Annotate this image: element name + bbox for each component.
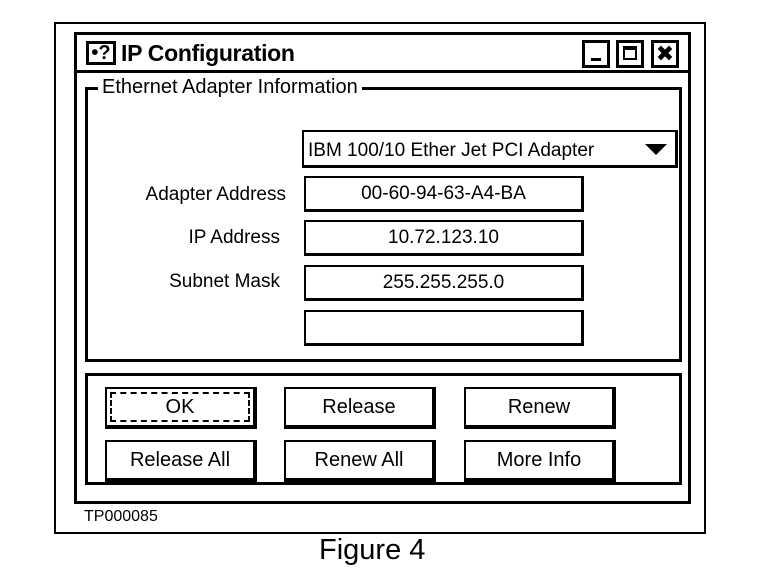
minimize-icon	[591, 58, 601, 61]
close-button[interactable]: ✖	[651, 40, 679, 68]
ip-configuration-window: •? IP Configuration ✖ Ethernet Adapter I…	[74, 32, 691, 504]
figure-caption: Figure 4	[319, 534, 426, 566]
renew-button[interactable]: Renew	[464, 387, 616, 429]
window-title: IP Configuration	[121, 40, 295, 66]
close-icon: ✖	[655, 41, 675, 66]
subnet-mask-label: Subnet Mask	[169, 271, 280, 292]
more-info-button[interactable]: More Info	[464, 440, 616, 482]
ethernet-adapter-groupbox: Ethernet Adapter Information IBM 100/10 …	[85, 76, 682, 362]
ip-address-label: IP Address	[188, 227, 280, 248]
ip-address-field: 10.72.123.10	[304, 220, 584, 256]
maximize-button[interactable]	[616, 40, 644, 68]
button-panel: OK Release Renew Release All Renew All M…	[85, 373, 682, 485]
groupbox-legend: Ethernet Adapter Information	[98, 76, 362, 99]
adapter-select-value: IBM 100/10 Ether Jet PCI Adapter	[308, 140, 595, 161]
ok-button[interactable]: OK	[105, 387, 257, 429]
adapter-select[interactable]: IBM 100/10 Ether Jet PCI Adapter	[302, 130, 678, 168]
maximize-icon	[623, 46, 637, 60]
subnet-mask-field: 255.255.255.0	[304, 265, 584, 301]
figure-id: TP000085	[84, 508, 158, 525]
default-gateway-field	[304, 310, 584, 346]
figure-frame	[54, 22, 706, 534]
dropdown-arrow-icon[interactable]	[645, 144, 667, 155]
adapter-address-field: 00-60-94-63-A4-BA	[304, 176, 584, 212]
minimize-button[interactable]	[582, 40, 610, 68]
help-icon[interactable]: •?	[86, 41, 116, 65]
title-bar: •? IP Configuration ✖	[77, 35, 688, 73]
release-all-button[interactable]: Release All	[105, 440, 257, 482]
renew-all-button[interactable]: Renew All	[284, 440, 436, 482]
adapter-address-label: Adapter Address	[145, 184, 286, 205]
release-button[interactable]: Release	[284, 387, 436, 429]
